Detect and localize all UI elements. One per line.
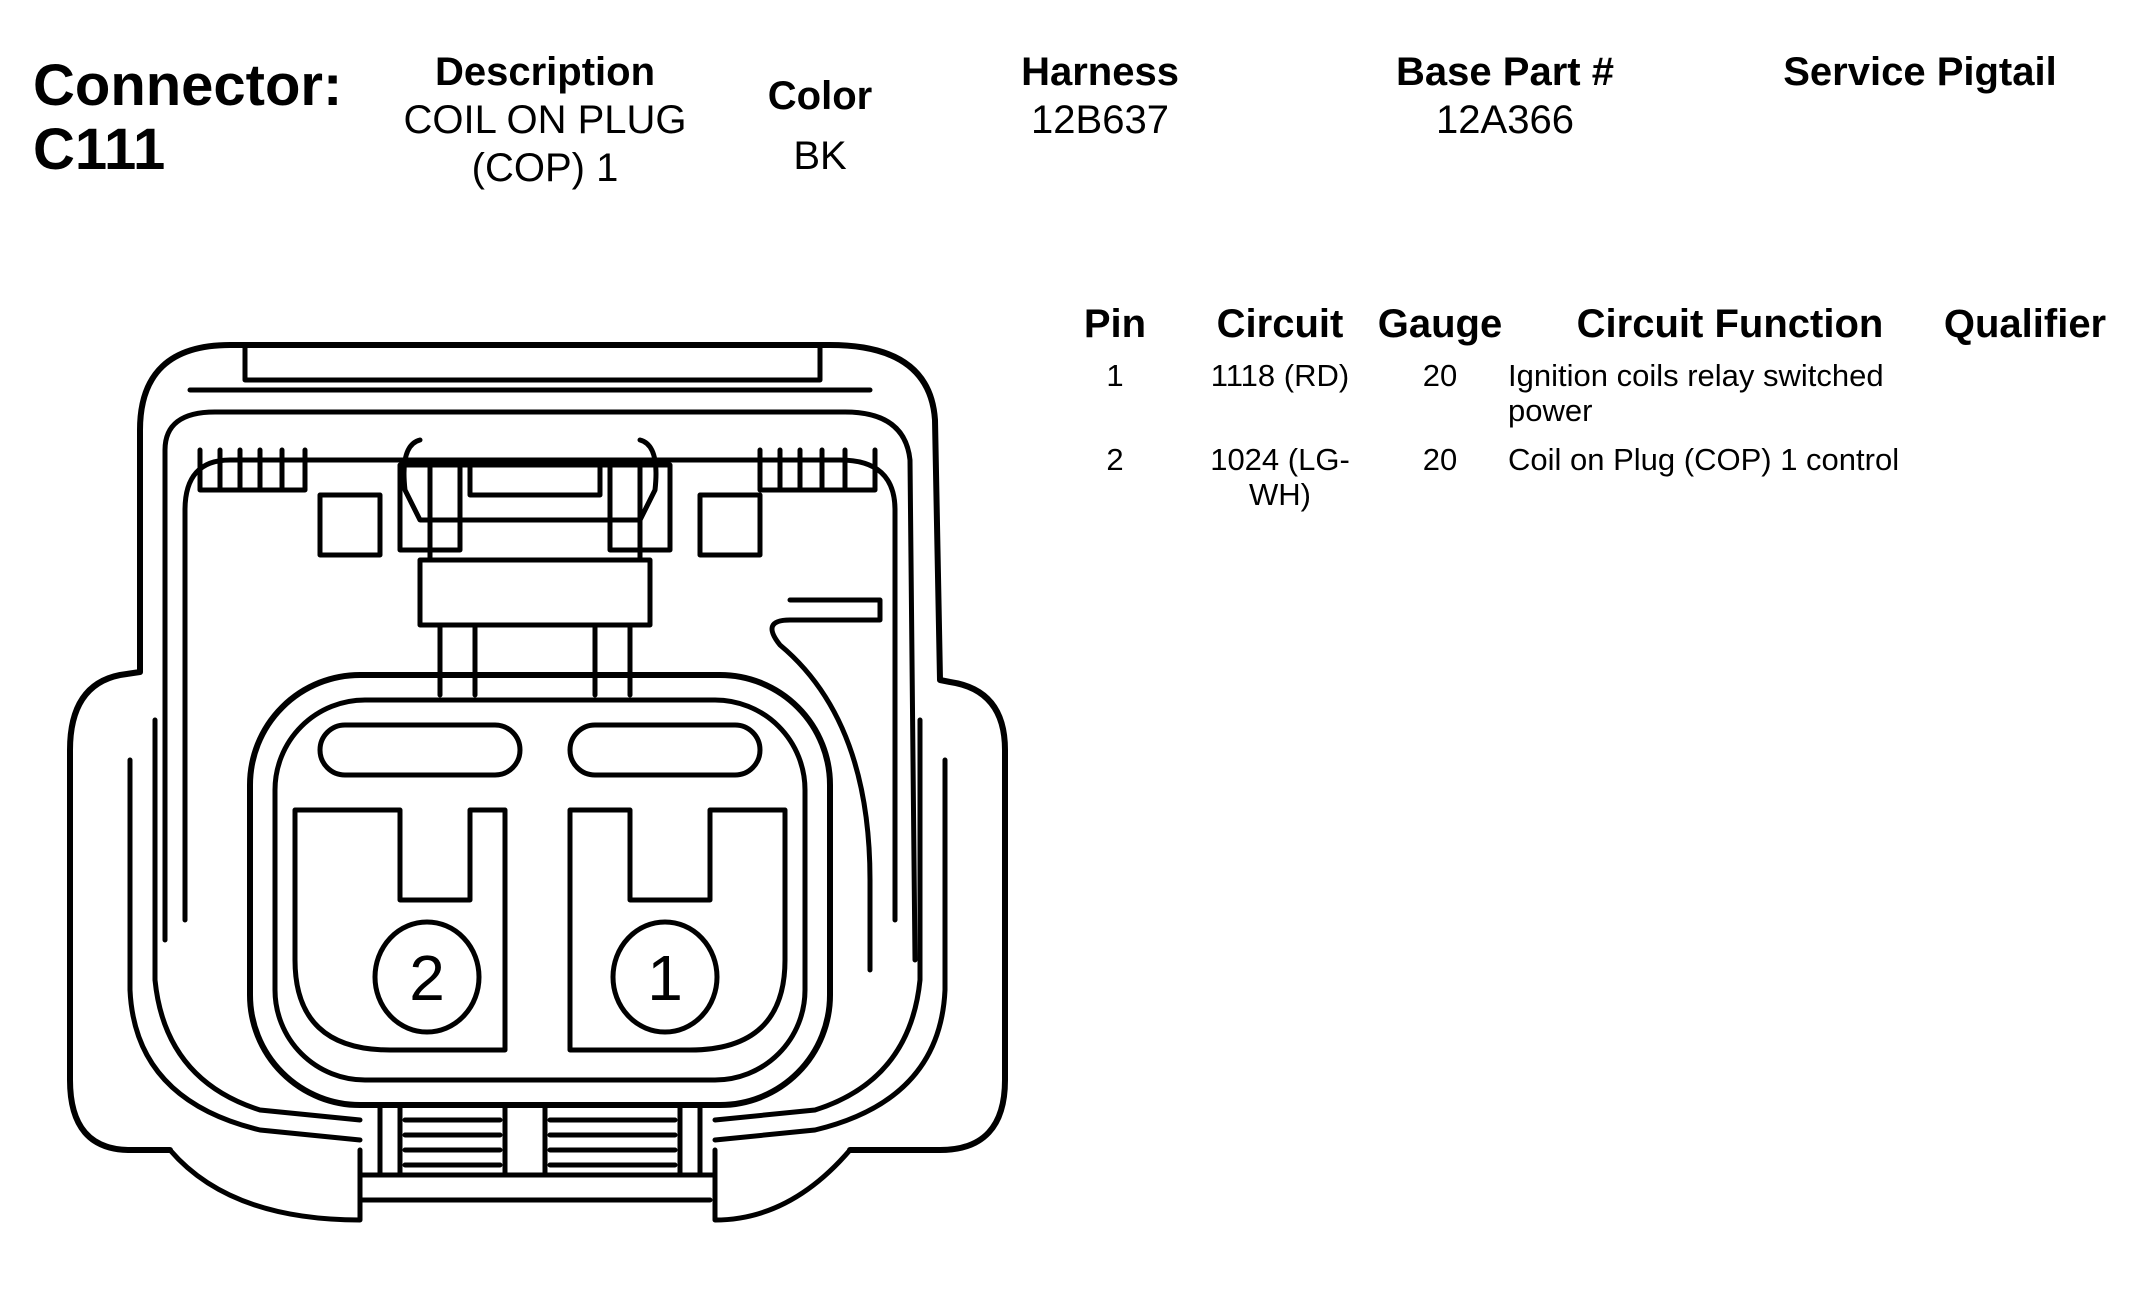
row1-pin: 1 (1106, 358, 1124, 393)
row2-circuit: 1024 (LG- WH) (1190, 442, 1370, 512)
pin-2-marker-circle (372, 919, 482, 1035)
row1-circuit-line1: 1118 (RD) (1210, 358, 1350, 393)
connector-label: Connector: (33, 53, 343, 118)
row1-circuit: 1118 (RD) (1190, 358, 1370, 393)
pin-1-marker-circle (610, 919, 720, 1035)
connector-face-diagram: 2 1 (67, 342, 1008, 1223)
pin-1-label: 1 (647, 942, 683, 1014)
service-pigtail-column: Service Pigtail (1740, 48, 2100, 96)
row1-gauge: 20 (1422, 358, 1458, 393)
color-label: Color (767, 74, 873, 118)
col-header-circuit: Circuit (1216, 302, 1344, 346)
connector-id: C111 (33, 117, 166, 182)
color-value: BK (793, 134, 847, 178)
description-column: Description COIL ON PLUG (COP) 1 (345, 48, 745, 192)
bottom-ribs (377, 1102, 703, 1178)
description-value-line2: (COP) 1 (471, 146, 619, 190)
row2-circuit-line2: WH) (1249, 477, 1311, 512)
pin-2-label: 2 (409, 942, 445, 1014)
outer-shell (67, 342, 1008, 1223)
description-label: Description (434, 50, 656, 94)
harness-value: 12B637 (1031, 98, 1169, 142)
row1-function-line1: Ignition coils relay switched (1508, 358, 1884, 393)
col-header-qualifier: Qualifier (1943, 302, 2107, 346)
row2-circuit-line1: 1024 (LG- (1210, 442, 1350, 477)
latch (197, 437, 883, 973)
harness-label: Harness (1021, 50, 1179, 94)
cavity-pin-1: 1 (567, 807, 788, 1053)
row2-gauge: 20 (1422, 442, 1458, 477)
description-value-line1: COIL ON PLUG (403, 98, 687, 142)
row1-function-line2: power (1508, 393, 1593, 428)
row2-pin: 2 (1106, 442, 1124, 477)
connector-title: Connector: C111 (33, 54, 342, 182)
col-header-gauge: Gauge (1377, 302, 1503, 346)
base-part-value: 12A366 (1436, 98, 1574, 142)
service-pigtail-label: Service Pigtail (1783, 50, 2057, 94)
col-header-circuit-function: Circuit Function (1576, 302, 1884, 346)
base-part-label: Base Part # (1396, 50, 1614, 94)
base-part-column: Base Part # 12A366 (1340, 48, 1670, 144)
harness-column: Harness 12B637 (960, 48, 1240, 144)
row1-function: Ignition coils relay switched power (1508, 358, 1928, 428)
col-header-pin: Pin (1083, 302, 1147, 346)
row2-function-line1: Coil on Plug (COP) 1 control (1508, 442, 1900, 477)
cavity-pin-2: 2 (292, 807, 508, 1053)
color-column: Color BK (720, 72, 920, 180)
row2-function: Coil on Plug (COP) 1 control (1508, 442, 1928, 477)
